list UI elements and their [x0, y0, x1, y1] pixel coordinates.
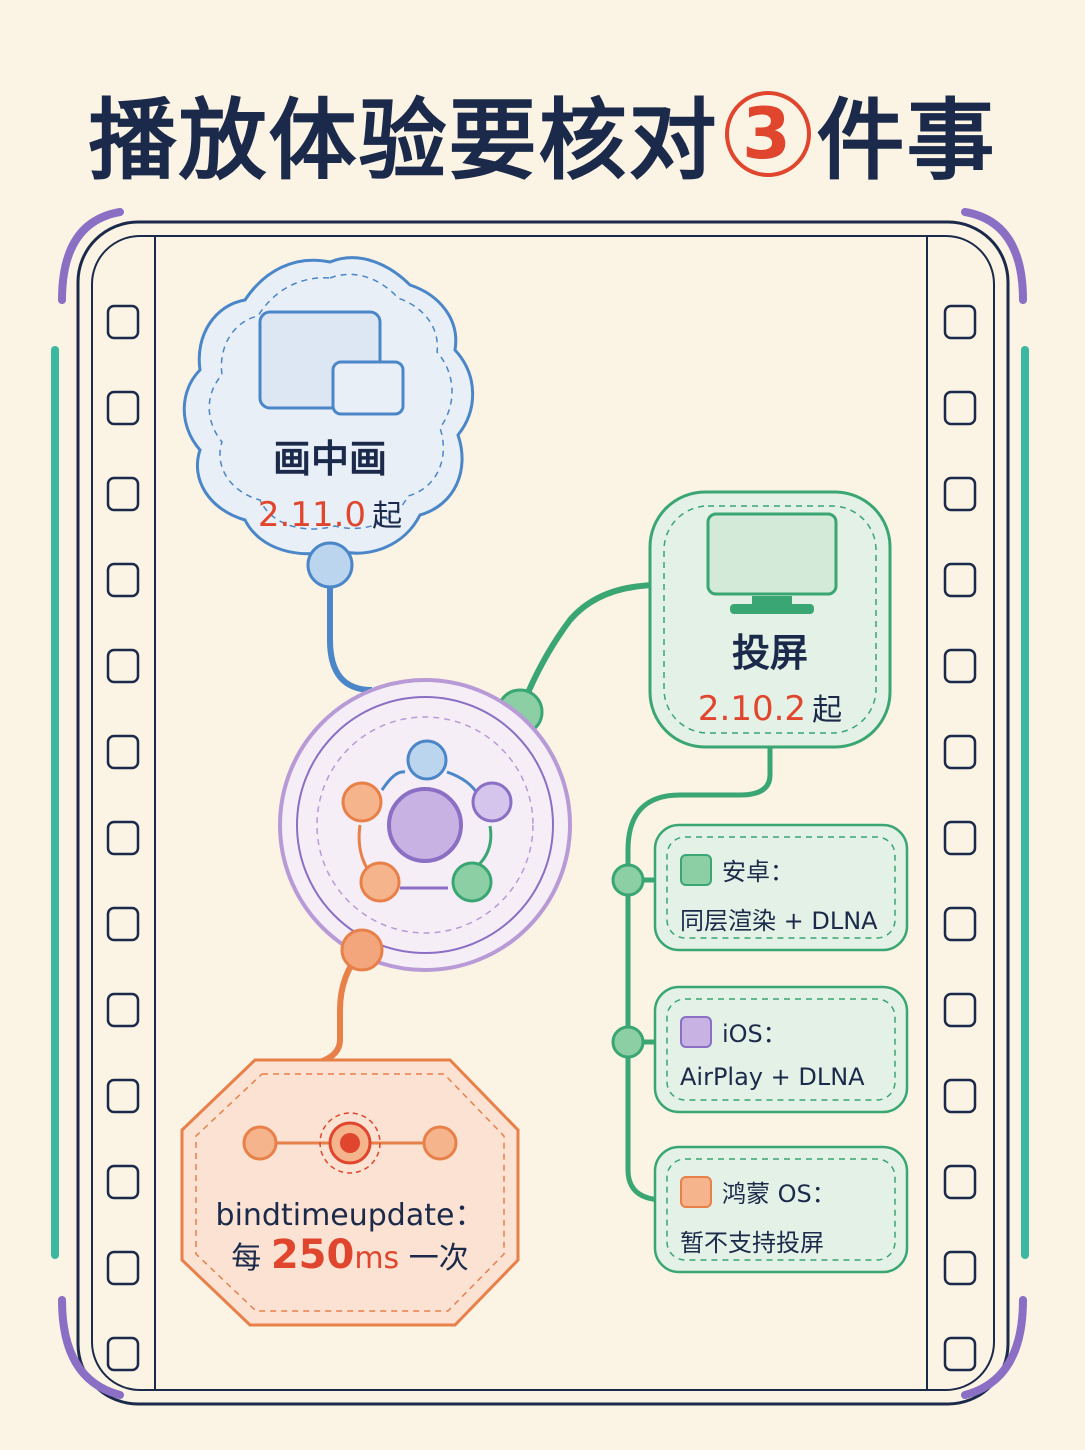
- sprocket-hole: [106, 1164, 140, 1200]
- cast-version-suffix: 起: [812, 693, 843, 728]
- sprocket-hole: [106, 304, 140, 340]
- sprocket-hole: [106, 390, 140, 426]
- sprocket-hole: [106, 1336, 140, 1372]
- title-number-circle: 3: [724, 90, 811, 177]
- sprocket-hole: [943, 648, 977, 684]
- platform-android-name: 安卓：: [722, 858, 794, 886]
- sprocket-hole: [106, 648, 140, 684]
- sprocket-hole: [943, 906, 977, 942]
- sprocket-hole: [106, 1250, 140, 1286]
- cast-label: 投屏: [731, 631, 808, 675]
- sprocket-hole: [943, 390, 977, 426]
- timeupdate-unit: ms: [354, 1241, 400, 1276]
- sprocket-hole: [106, 734, 140, 770]
- hub-core: [387, 787, 463, 863]
- sprocket-hole: [943, 476, 977, 512]
- timeupdate-suffix: 一次: [408, 1241, 469, 1276]
- platform-android: 安卓： 同层渲染 + DLNA: [680, 852, 878, 936]
- timeupdate-prefix: 每: [231, 1241, 262, 1276]
- film-sprockets: [106, 304, 977, 1372]
- timeupdate-value: 250: [270, 1232, 355, 1278]
- platform-ios-name: iOS：: [722, 1020, 787, 1048]
- sprocket-hole: [943, 562, 977, 598]
- film-strip-frame: [76, 220, 1010, 1406]
- pip-version-suffix: 起: [372, 499, 403, 534]
- sprocket-hole: [943, 734, 977, 770]
- platform-harmony: 鸿蒙 OS： 暂不支持投屏: [680, 1174, 836, 1258]
- sprocket-hole: [106, 820, 140, 856]
- sprocket-hole: [943, 992, 977, 1028]
- pip-node: [306, 541, 354, 589]
- title-text-after: 件事: [816, 89, 997, 192]
- sprocket-hole: [943, 1250, 977, 1286]
- pip-cloud: [182, 256, 475, 589]
- pip-version-number: 2.11.0: [257, 495, 367, 535]
- android-swatch-icon: [680, 853, 712, 886]
- cast-version-number: 2.10.2: [697, 689, 807, 729]
- platform-ios: iOS： AirPlay + DLNA: [680, 1014, 865, 1091]
- center-hub: [278, 678, 572, 972]
- platform-harmony-name: 鸿蒙 OS：: [722, 1180, 836, 1208]
- platform-android-desc: 同层渲染 + DLNA: [680, 907, 878, 935]
- sprocket-hole: [106, 562, 140, 598]
- platform-harmony-desc: 暂不支持投屏: [680, 1229, 824, 1257]
- window-small-icon: [331, 360, 405, 416]
- timeupdate-node: [340, 928, 384, 972]
- connectors: [318, 570, 773, 1203]
- sprocket-hole: [943, 1164, 977, 1200]
- page-title: 播放体验要核对 3 件事: [0, 70, 1085, 197]
- timeupdate-card: [180, 1058, 520, 1327]
- pip-label: 画中画: [272, 437, 387, 481]
- timeupdate-interval: 每 250ms 一次: [190, 1232, 510, 1278]
- monitor-icon: [706, 512, 838, 596]
- sprocket-hole: [106, 1078, 140, 1114]
- sprocket-hole: [943, 820, 977, 856]
- harmony-swatch-icon: [680, 1175, 712, 1208]
- sprocket-hole: [106, 992, 140, 1028]
- sprocket-hole: [106, 906, 140, 942]
- sprocket-hole: [943, 304, 977, 340]
- sprocket-hole: [943, 1336, 977, 1372]
- platform-cards: [611, 823, 909, 1274]
- side-accents: [51, 208, 1029, 1399]
- title-text-before: 播放体验要核对: [88, 89, 719, 192]
- sprocket-hole: [943, 1078, 977, 1114]
- platform-ios-desc: AirPlay + DLNA: [680, 1063, 865, 1091]
- timeupdate-event: bindtimeupdate：: [215, 1198, 485, 1233]
- ios-swatch-icon: [680, 1015, 712, 1048]
- sprocket-hole: [106, 476, 140, 512]
